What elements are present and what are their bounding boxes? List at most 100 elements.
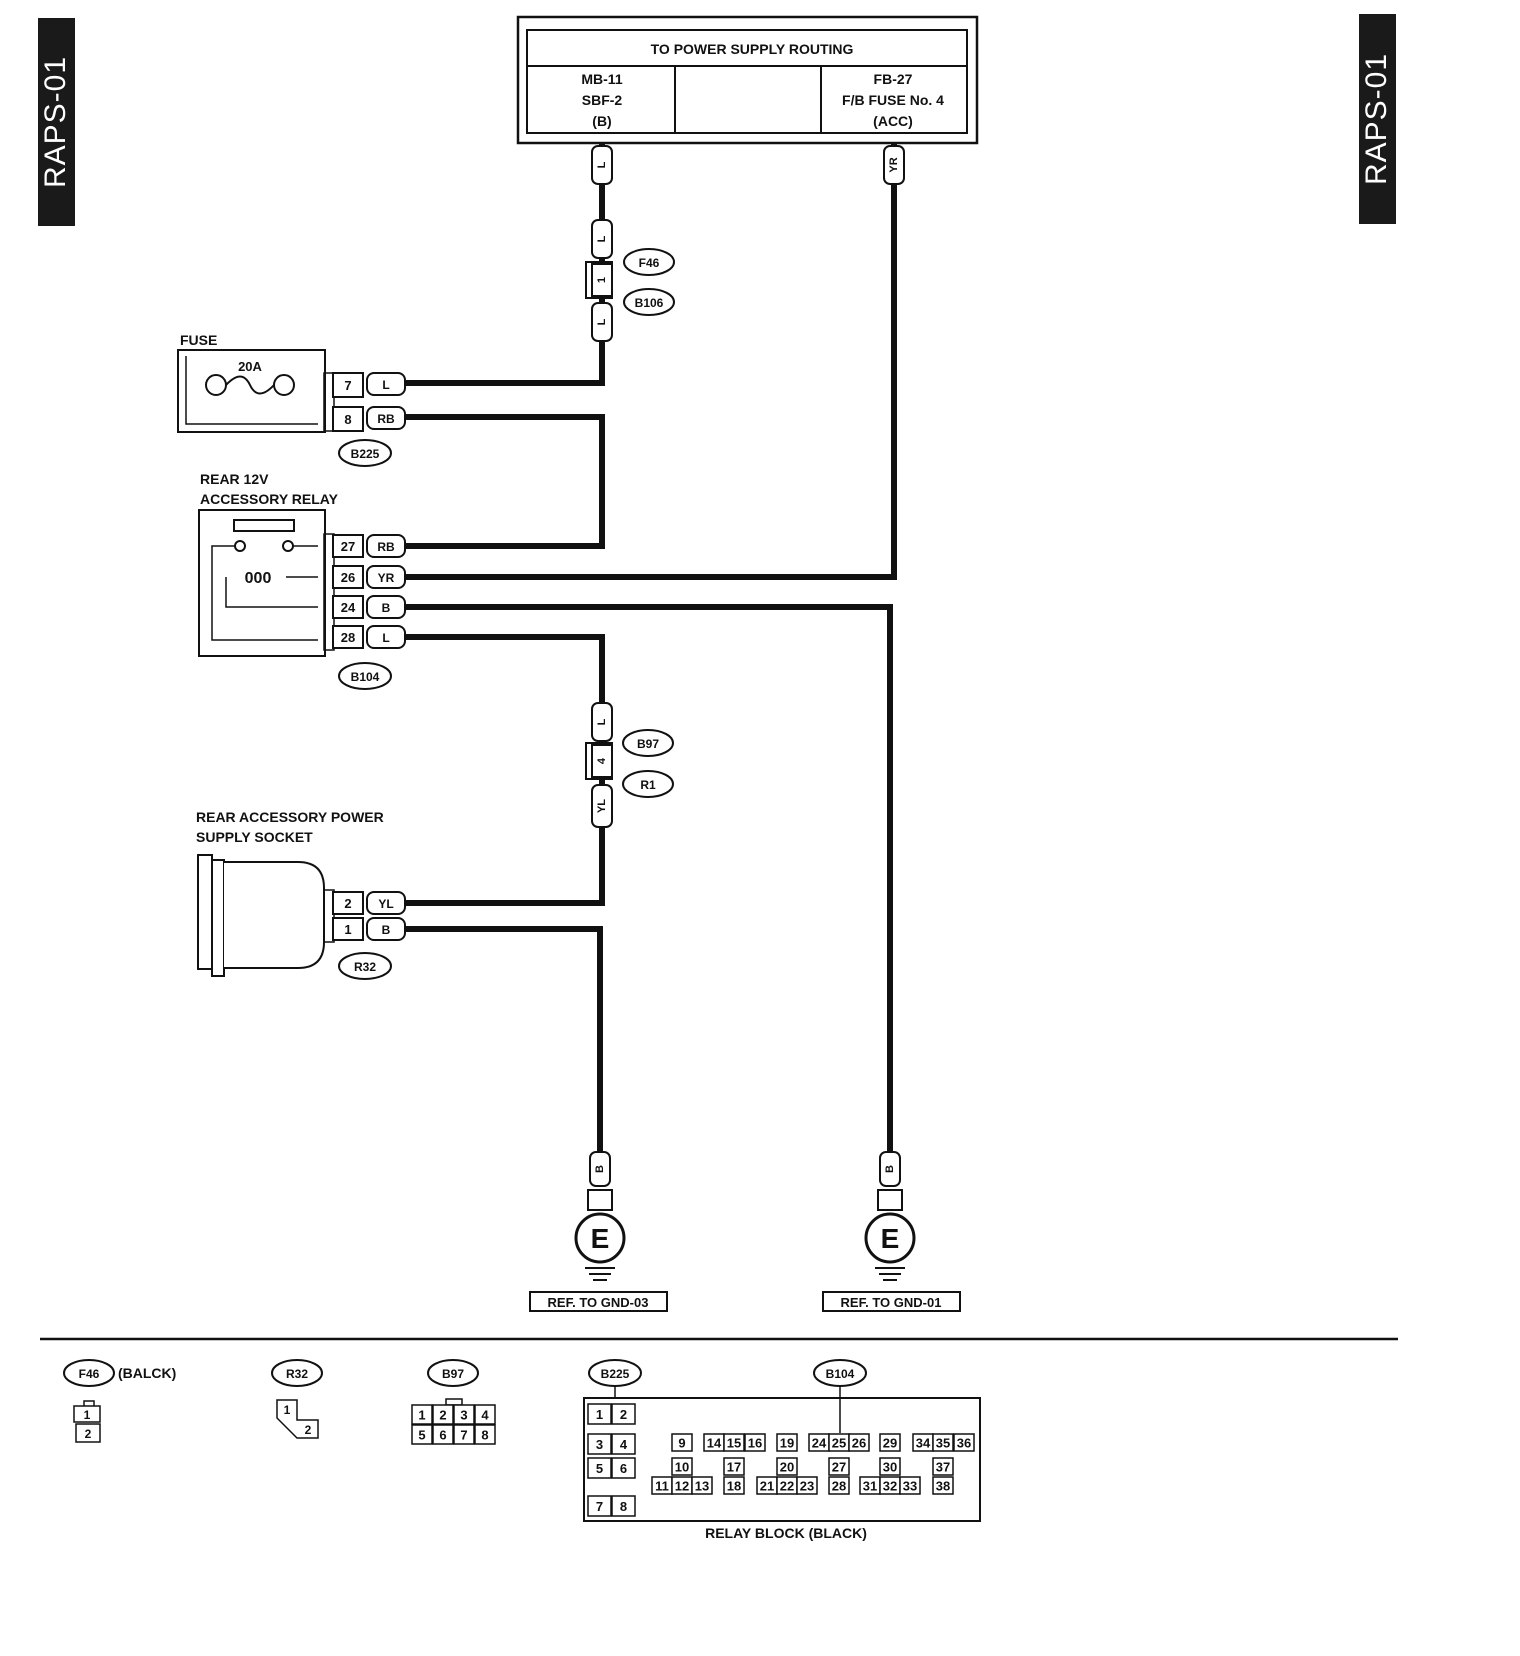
- relay-block-pin-18: 18: [723, 1476, 745, 1495]
- view-B104-badge: B104: [826, 1367, 855, 1381]
- routing-box-title: TO POWER SUPPLY ROUTING: [651, 41, 854, 57]
- relay-block-pin-34: 34: [912, 1433, 934, 1452]
- view-R32-badge: R32: [286, 1367, 308, 1381]
- routing-right-line-3: (ACC): [873, 113, 913, 129]
- relay-block-pin-26: 26: [848, 1433, 870, 1452]
- relay-block-pin-11-label: 11: [655, 1479, 669, 1494]
- relay-block-pin-18-label: 18: [727, 1479, 741, 1494]
- socket-pin-2: 2: [344, 896, 351, 911]
- ground-left-ref: REF. TO GND-03: [548, 1295, 649, 1310]
- relay-block-pin-10-label: 10: [675, 1460, 689, 1475]
- b97-pin-5-label: 5: [418, 1428, 425, 1443]
- relay-block-pin-6: 6: [611, 1457, 636, 1479]
- connector-badge-B225: B225: [338, 439, 392, 467]
- b97-pin-2-label: 2: [439, 1408, 446, 1423]
- relay-block-pin-13-label: 13: [695, 1479, 709, 1494]
- relay-block-pin-27-label: 27: [832, 1460, 846, 1475]
- relay-block-pin-23-label: 23: [800, 1479, 814, 1494]
- b97-pin-2: 2: [432, 1404, 454, 1425]
- connector-R1-text: R1: [640, 778, 656, 792]
- relay-block-pin-4-label: 4: [620, 1437, 628, 1452]
- wire-tag-YR-top: YR: [883, 145, 905, 185]
- relay-block-pin-25-label: 25: [832, 1436, 846, 1451]
- relay-block-pin-15-label: 15: [727, 1436, 741, 1451]
- b97-pin-3-label: 3: [460, 1408, 467, 1423]
- b97-pin-1: 1: [411, 1404, 433, 1425]
- relay-block-pin-7: 7: [587, 1495, 612, 1517]
- connector-view-F46: F46 (BALCK) 1 2: [63, 1359, 176, 1443]
- relay-block-pin-7-label: 7: [596, 1499, 603, 1514]
- relay-block-pin-31-label: 31: [863, 1479, 877, 1494]
- relay-block-pin-1: 1: [587, 1403, 612, 1425]
- relay-block-pin-2-label: 2: [620, 1407, 627, 1422]
- relay-block-title: RELAY BLOCK (BLACK): [705, 1525, 867, 1541]
- relay-block-pin-28-label: 28: [832, 1479, 846, 1494]
- relay-block-pin-22: 22: [776, 1476, 798, 1495]
- relay-block-pin-29: 29: [879, 1433, 901, 1452]
- relay-block-pin-33: 33: [899, 1476, 921, 1495]
- socket-wire-tag-B: B: [382, 923, 391, 937]
- b97-pin-4: 4: [474, 1404, 496, 1425]
- routing-left-line-3: (B): [592, 113, 611, 129]
- socket-label-line-1: REAR ACCESSORY POWER: [196, 809, 384, 825]
- connector-B106-text: B106: [635, 296, 664, 310]
- fuse-wire-tag-L: L: [382, 378, 389, 392]
- connector-R32-text: R32: [354, 960, 376, 974]
- fuse-pin-8: 8: [344, 412, 351, 427]
- relay-wire-tag-RB: RB: [377, 540, 395, 554]
- b97-pin-4-label: 4: [481, 1408, 489, 1423]
- relay-block-pin-22-label: 22: [780, 1479, 794, 1494]
- b97-pin-6: 6: [432, 1424, 454, 1445]
- wires: [405, 143, 897, 1165]
- power-supply-routing-box: TO POWER SUPPLY ROUTING MB-11 SBF-2 (B) …: [516, 15, 979, 145]
- relay-block-pin-21-label: 21: [760, 1479, 774, 1494]
- view-R32-pin-2: 2: [305, 1423, 312, 1437]
- relay-block-pin-16: 16: [744, 1433, 766, 1452]
- wire-tag-L-lower: L: [596, 318, 608, 325]
- relay-block-pin-17: 17: [723, 1457, 745, 1476]
- relay-block-pin-5: 5: [587, 1457, 612, 1479]
- relay-block-pin-10: 10: [671, 1457, 693, 1476]
- junction-b97-r1: L 4 YL: [585, 702, 613, 828]
- routing-left-line-1: MB-11: [581, 71, 622, 87]
- relay-block-pin-12-label: 12: [675, 1479, 689, 1494]
- relay-block-pin-9: 9: [671, 1433, 693, 1452]
- relay-wire-tag-L: L: [382, 631, 389, 645]
- view-F46-badge: F46: [79, 1367, 100, 1381]
- connector-badge-F46: F46: [623, 248, 675, 276]
- view-R32-pin-1: 1: [284, 1403, 291, 1417]
- relay-block-pin-8-label: 8: [620, 1499, 627, 1514]
- socket-wire-tag-YL: YL: [378, 897, 393, 911]
- fuse-component: FUSE 20A 7 8 L RB: [177, 332, 406, 433]
- routing-right-line-2: F/B FUSE No. 4: [842, 92, 944, 108]
- relay-block-pin-20-label: 20: [780, 1460, 794, 1475]
- relay-block-pin-3: 3: [587, 1433, 612, 1455]
- relay-block-pin-15: 15: [723, 1433, 745, 1452]
- relay-block-pin-34-label: 34: [916, 1436, 931, 1451]
- connector-view-R32: R32 1 2: [271, 1359, 323, 1439]
- relay-block-pin-9-label: 9: [678, 1436, 685, 1451]
- view-F46-pin-2: 2: [85, 1427, 92, 1441]
- relay-block-pin-5-label: 5: [596, 1461, 603, 1476]
- ground-right-symbol: E: [881, 1223, 900, 1254]
- ground-left: B E REF. TO GND-03: [529, 1151, 668, 1312]
- b97-pin-8: 8: [474, 1424, 496, 1445]
- wire-L-supply-to-fuse: [405, 143, 605, 386]
- view-B225-badge: B225: [601, 1367, 630, 1381]
- relay-coil-symbol: 000: [245, 570, 272, 587]
- connector-badge-R1: R1: [622, 770, 674, 798]
- socket-component: REAR ACCESSORY POWER SUPPLY SOCKET 2 1 Y…: [196, 809, 406, 977]
- relay-block-pin-33-label: 33: [903, 1479, 917, 1494]
- relay-block-pin-17-label: 17: [727, 1460, 741, 1475]
- relay-wire-tag-B: B: [382, 601, 391, 615]
- page-tag-left: RAPS-01: [38, 18, 75, 226]
- relay-block-pin-12: 12: [671, 1476, 693, 1495]
- relay-block-pin-36-label: 36: [957, 1436, 971, 1451]
- relay-block-pin-13: 13: [691, 1476, 713, 1495]
- page-tag-right: RAPS-01: [1359, 14, 1396, 224]
- connector-F46-text: F46: [639, 256, 660, 270]
- relay-block-pin-27: 27: [828, 1457, 850, 1476]
- wire-RB-fuse-to-relay: [405, 414, 605, 549]
